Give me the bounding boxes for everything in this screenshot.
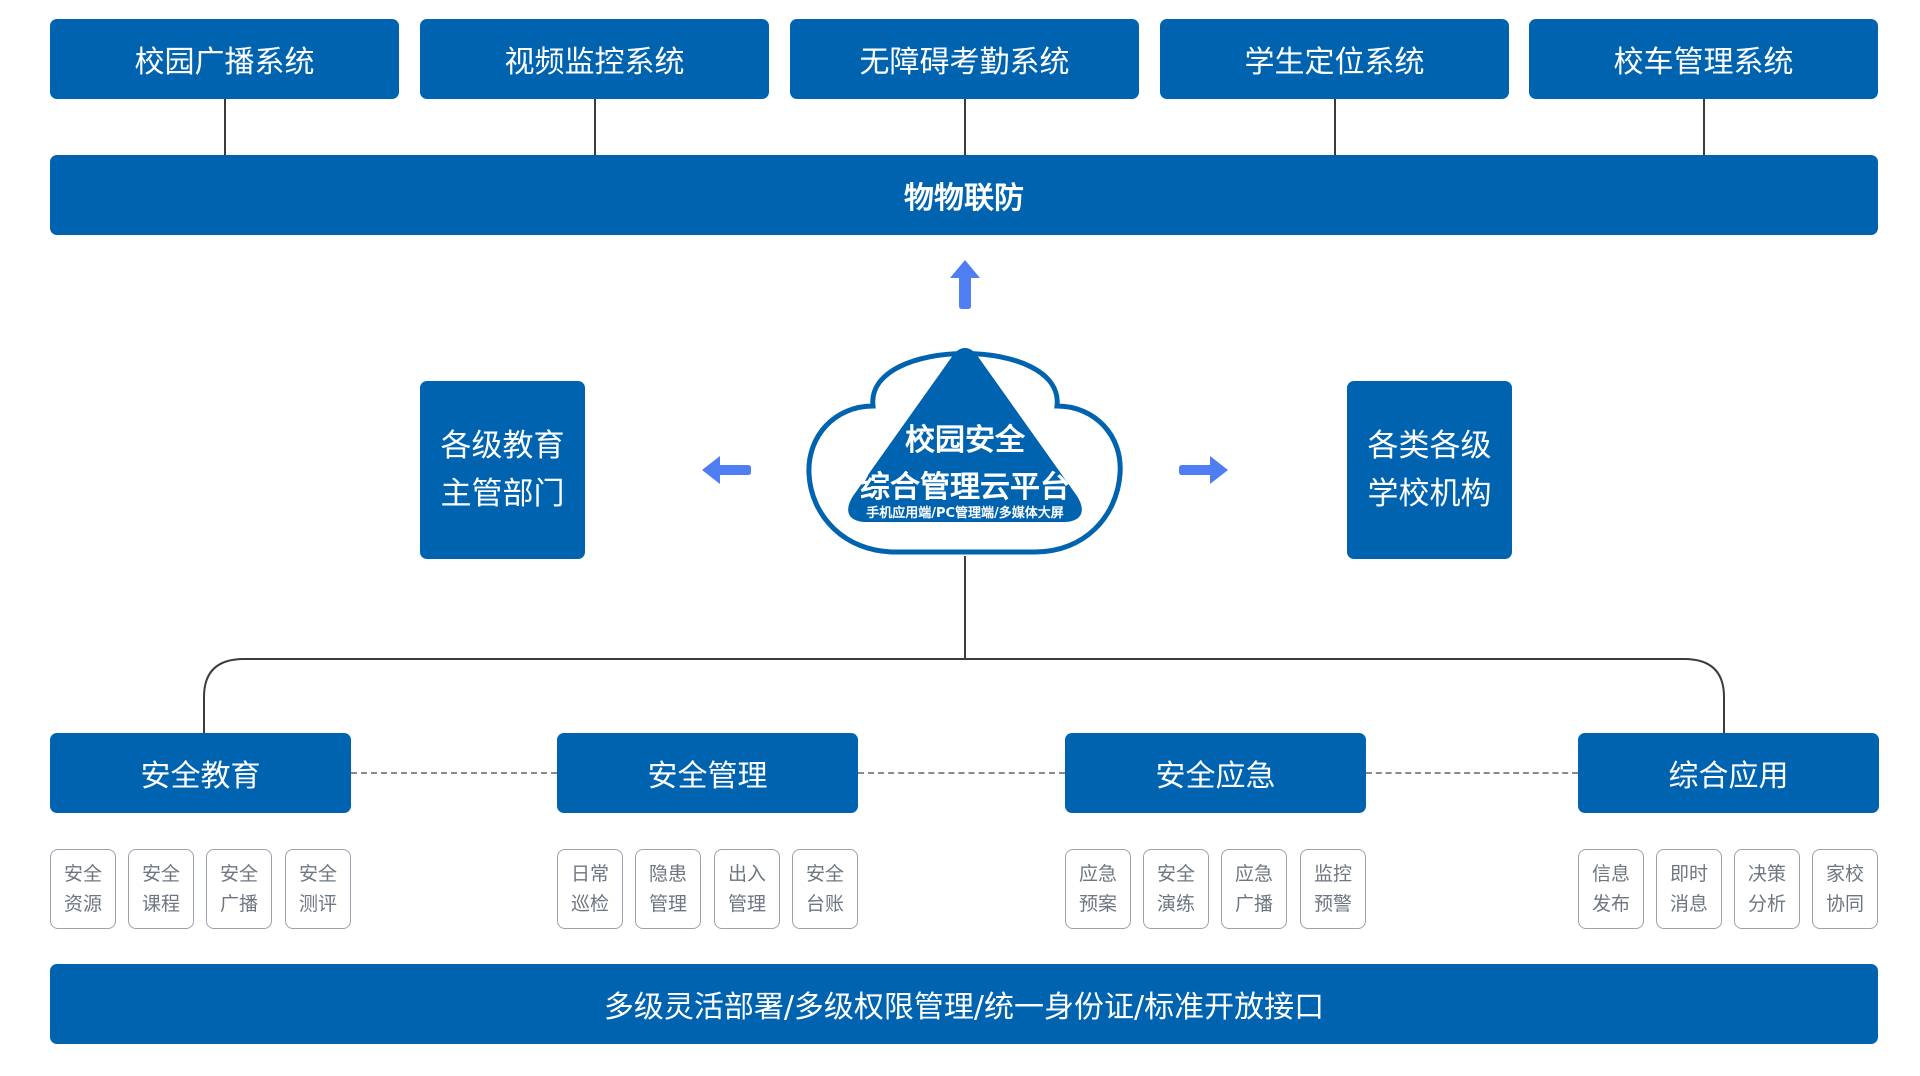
category-label: 安全应急 xyxy=(1155,759,1276,794)
arrow-up-icon xyxy=(950,260,980,309)
chip-line: 消息 xyxy=(1669,893,1708,915)
tree-connector xyxy=(203,658,1725,735)
feature-chip: 即时消息 xyxy=(1656,849,1722,929)
box-line: 学校机构 xyxy=(1367,476,1492,512)
feature-chip: 出入管理 xyxy=(714,849,780,929)
feature-chip: 安全演练 xyxy=(1143,849,1209,929)
chip-line: 演练 xyxy=(1156,893,1195,915)
feature-chip: 应急广播 xyxy=(1221,849,1287,929)
system-box-video: 视频监控系统 xyxy=(420,19,769,99)
bar-label: 物物联防 xyxy=(904,181,1024,216)
deployment-features-bar: 多级灵活部署/多级权限管理/统一身份证/标准开放接口 xyxy=(50,964,1878,1044)
system-label: 校园广播系统 xyxy=(134,45,315,80)
chip-line: 即时 xyxy=(1669,863,1708,885)
system-label: 校车管理系统 xyxy=(1613,45,1794,80)
category-safety-management: 安全管理 xyxy=(557,733,858,813)
category-safety-emergency: 安全应急 xyxy=(1065,733,1366,813)
chip-line: 广播 xyxy=(1234,893,1273,915)
connector-line xyxy=(1334,99,1336,155)
chip-line: 监控 xyxy=(1313,863,1352,885)
chip-line: 预案 xyxy=(1078,893,1117,915)
platform-title-line2: 综合管理云平台 xyxy=(860,470,1070,505)
cloud-platform-icon xyxy=(806,348,1123,555)
chip-line: 发布 xyxy=(1591,893,1630,915)
feature-chip: 安全台账 xyxy=(792,849,858,929)
feature-chip: 隐患管理 xyxy=(635,849,701,929)
chip-line: 信息 xyxy=(1591,863,1630,885)
chip-line: 资源 xyxy=(63,893,102,915)
connector-line xyxy=(964,99,966,155)
connector-line xyxy=(1703,99,1705,155)
school-institution-box: 各类各级 学校机构 xyxy=(1347,381,1512,559)
chip-line: 测评 xyxy=(298,893,337,915)
dashed-link xyxy=(351,772,557,774)
feature-chip: 家校协同 xyxy=(1812,849,1878,929)
chip-line: 日常 xyxy=(570,863,609,885)
iot-defense-bar: 物物联防 xyxy=(50,155,1878,235)
arrow-right-icon xyxy=(1179,456,1228,484)
system-label: 视频监控系统 xyxy=(504,45,685,80)
chip-line: 应急 xyxy=(1234,863,1273,885)
feature-chip: 安全资源 xyxy=(50,849,116,929)
chip-line: 协同 xyxy=(1825,893,1864,915)
chip-line: 管理 xyxy=(727,893,766,915)
chip-line: 课程 xyxy=(141,893,180,915)
platform-title-line1: 校园安全 xyxy=(905,423,1025,458)
chip-line: 预警 xyxy=(1313,893,1352,915)
category-label: 综合应用 xyxy=(1668,759,1789,794)
chip-line: 安全 xyxy=(298,863,337,885)
chip-line: 安全 xyxy=(805,863,844,885)
chip-line: 安全 xyxy=(1156,863,1195,885)
connector-line xyxy=(224,99,226,155)
category-safety-education: 安全教育 xyxy=(50,733,351,813)
chip-line: 安全 xyxy=(141,863,180,885)
system-label: 学生定位系统 xyxy=(1244,45,1425,80)
feature-chip: 监控预警 xyxy=(1300,849,1366,929)
platform-subtitle: 手机应用端/PC管理端/多媒体大屏 xyxy=(866,506,1064,521)
chip-line: 家校 xyxy=(1825,863,1864,885)
chip-line: 安全 xyxy=(63,863,102,885)
system-box-attendance: 无障碍考勤系统 xyxy=(790,19,1139,99)
chip-line: 分析 xyxy=(1747,893,1786,915)
system-box-broadcast: 校园广播系统 xyxy=(50,19,399,99)
category-label: 安全教育 xyxy=(140,759,261,794)
chip-line: 决策 xyxy=(1747,863,1786,885)
feature-chip: 决策分析 xyxy=(1734,849,1800,929)
chip-line: 出入 xyxy=(727,863,766,885)
chip-line: 隐患 xyxy=(648,863,687,885)
chip-line: 巡检 xyxy=(570,893,609,915)
connector-line xyxy=(964,556,966,659)
dashed-link xyxy=(1366,772,1578,774)
system-label: 无障碍考勤系统 xyxy=(859,45,1070,80)
box-line: 各级教育 xyxy=(440,428,565,464)
chip-line: 台账 xyxy=(805,893,844,915)
arrow-left-icon xyxy=(702,456,751,484)
category-integrated-application: 综合应用 xyxy=(1578,733,1879,813)
box-line: 主管部门 xyxy=(440,476,565,512)
feature-chip: 应急预案 xyxy=(1065,849,1131,929)
chip-line: 应急 xyxy=(1078,863,1117,885)
connector-line xyxy=(594,99,596,155)
chip-line: 广播 xyxy=(219,893,258,915)
feature-chip: 日常巡检 xyxy=(557,849,623,929)
chip-line: 安全 xyxy=(219,863,258,885)
chip-line: 管理 xyxy=(648,893,687,915)
feature-chip: 安全测评 xyxy=(285,849,351,929)
bar-label: 多级灵活部署/多级权限管理/统一身份证/标准开放接口 xyxy=(603,990,1325,1025)
feature-chip: 安全广播 xyxy=(206,849,272,929)
feature-chip: 安全课程 xyxy=(128,849,194,929)
feature-chip: 信息发布 xyxy=(1578,849,1644,929)
box-line: 各类各级 xyxy=(1367,428,1492,464)
system-box-location: 学生定位系统 xyxy=(1160,19,1509,99)
category-label: 安全管理 xyxy=(647,759,768,794)
dashed-link xyxy=(858,772,1065,774)
education-authority-box: 各级教育 主管部门 xyxy=(420,381,585,559)
system-box-bus: 校车管理系统 xyxy=(1529,19,1878,99)
